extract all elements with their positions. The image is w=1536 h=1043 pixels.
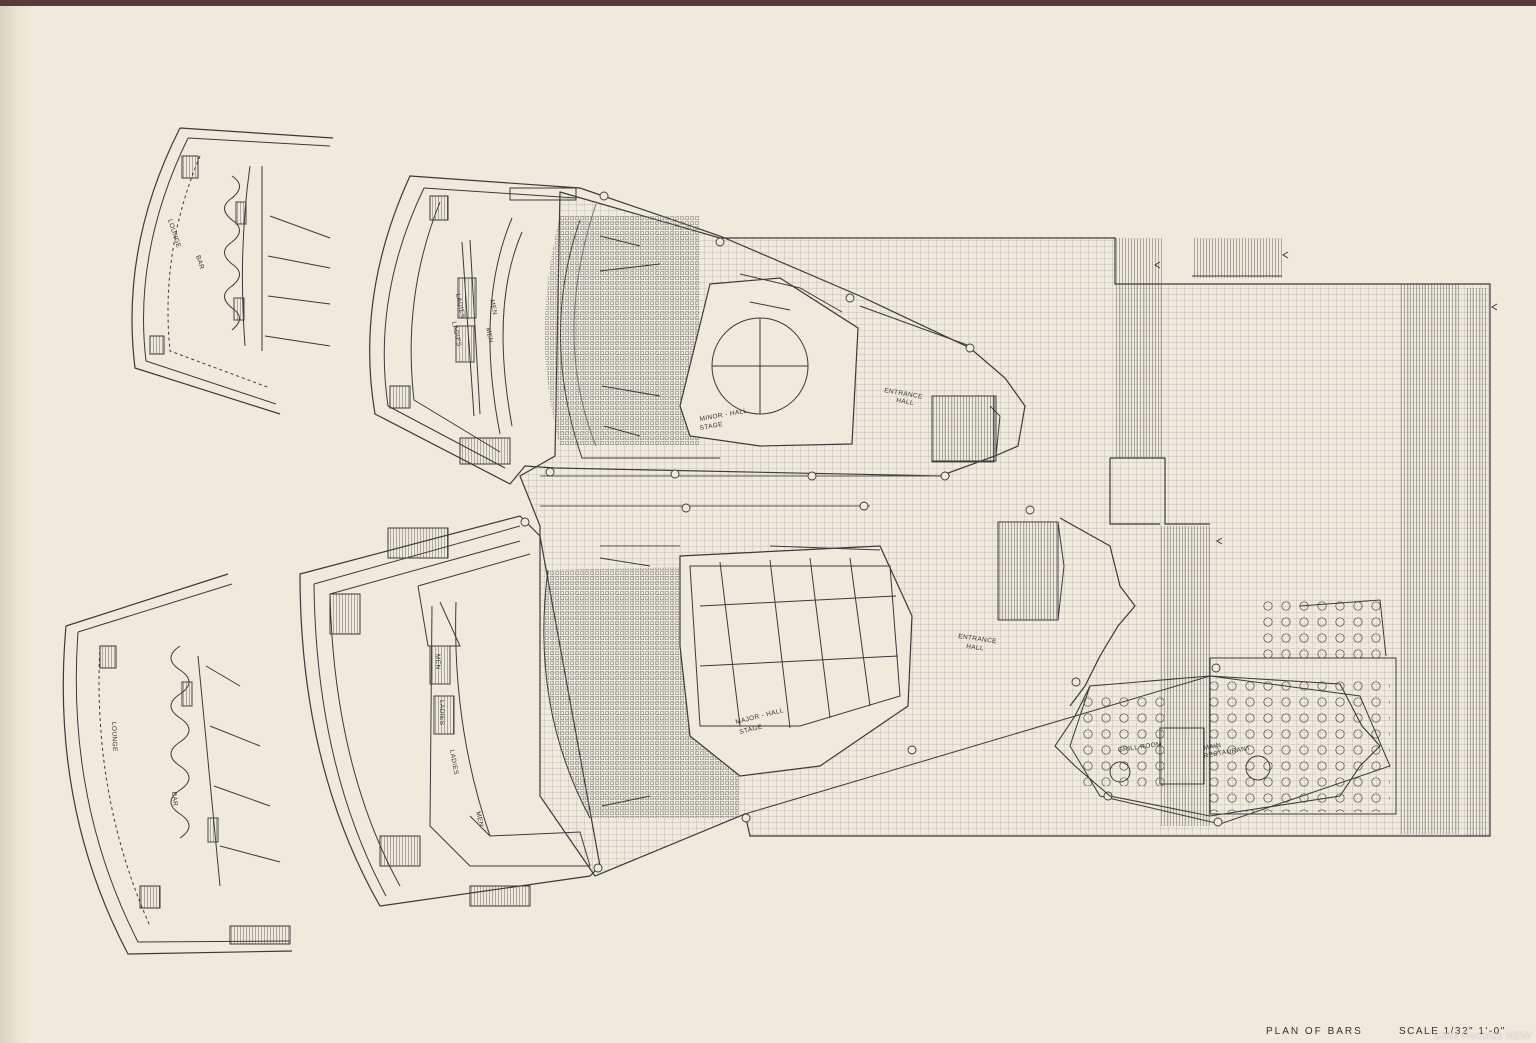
floor-plan-drawing: LOUNGE BAR LOUNGE BAR LADIES LADIES MEN … xyxy=(62,127,1498,955)
label-ladies-3: LADIES xyxy=(438,700,445,726)
drawing-title: PLAN OF BARS xyxy=(1266,1026,1363,1037)
label-ladies-4: LADIES xyxy=(448,749,459,776)
minor-hall-plan xyxy=(369,175,1026,485)
label-ladies-2: LADIES xyxy=(450,321,462,348)
label-men-3: MEN xyxy=(434,654,441,670)
stair-band-2 xyxy=(1192,238,1282,278)
label-bar-upper: BAR xyxy=(194,254,205,270)
label-minor-hall-2: STAGE xyxy=(699,421,724,432)
lower-lounge-bar-plan xyxy=(62,573,293,955)
upper-lounge-bar-plan xyxy=(131,127,334,415)
stair-band-1 xyxy=(1115,238,1163,458)
archive-watermark: State Records NSW xyxy=(1433,1030,1532,1042)
label-entrance-hall-2b: HALL xyxy=(966,643,985,652)
label-men-4: MEN xyxy=(474,811,485,828)
structural-columns xyxy=(520,191,1223,873)
stair-band-3 xyxy=(1400,284,1460,834)
label-lounge-lower: LOUNGE xyxy=(110,722,118,752)
restaurant-plan xyxy=(1054,598,1397,817)
label-men-2: MEN xyxy=(484,327,494,344)
label-lounge-upper: LOUNGE xyxy=(166,218,182,249)
label-entrance-hall-1b: HALL xyxy=(896,397,915,407)
label-main-restaurant-1: MAIN xyxy=(1203,742,1222,752)
drawing-sheet: LOUNGE BAR LOUNGE BAR LADIES LADIES MEN … xyxy=(0,6,1536,1043)
label-bar-lower: BAR xyxy=(170,791,178,806)
label-men-1: MEN xyxy=(488,299,498,316)
drawing-scale: SCALE 1/32" 1'-0" xyxy=(1399,1026,1506,1037)
major-hall-plan xyxy=(299,515,1065,907)
stair-band-5 xyxy=(1160,526,1210,826)
stair-band-4 xyxy=(1465,288,1487,836)
page-binding-shadow xyxy=(0,6,30,1043)
